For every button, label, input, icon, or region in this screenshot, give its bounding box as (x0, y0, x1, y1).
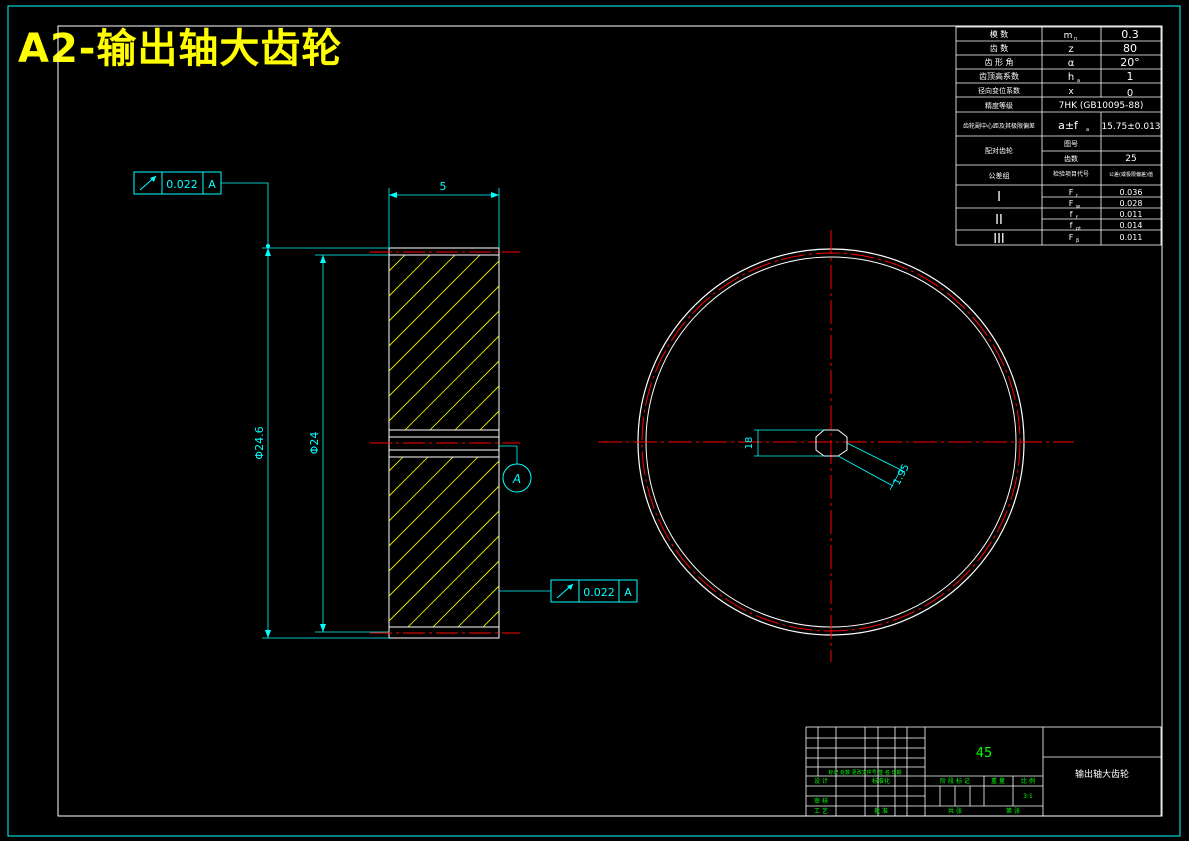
dimension-lines (221, 182, 551, 639)
runout-value: 0.022 (166, 178, 198, 191)
section-hatch-upper (389, 255, 499, 430)
runout-datum: A (208, 178, 216, 191)
param-symbol: z (1068, 44, 1073, 55)
tolerance-code: F (1069, 188, 1074, 197)
tolerance-code-sub: r (1076, 193, 1079, 199)
sign-row-design: 设 计 (814, 777, 828, 785)
param-symbol: α (1068, 58, 1075, 69)
std-label: 标准化 (872, 777, 890, 785)
datum-label: A (512, 472, 521, 486)
tolerance-code-sub: w (1076, 204, 1080, 210)
runout-datum: A (624, 586, 632, 599)
param-value: 公差(或极限偏差)值 (1109, 171, 1153, 178)
param-name: 齿 形 角 (984, 57, 1013, 67)
param-name: 配对齿轮 (985, 146, 1013, 155)
tolerance-code: f (1070, 210, 1073, 219)
title-block-text: 45 输出轴大齿轮 标记 处数 更改文件号 签 名 日期 设 计 审 核 工 艺… (814, 746, 1129, 815)
dim-width-label: 5 (440, 180, 447, 193)
keyway-dimension (754, 429, 906, 491)
tolerance-value: 0.011 (1120, 233, 1143, 242)
dim-bore-label: 1.95 (892, 462, 912, 487)
tolerance-code: F (1069, 233, 1074, 242)
sign-row-header: 标记 处数 更改文件号 签 名 日期 (829, 769, 902, 776)
param-sub-label: 齿数 (1064, 154, 1078, 163)
dim-outer-dia-label: Φ24.6 (253, 426, 266, 459)
tolerance-code-sub: f (1076, 215, 1078, 221)
sheet-frame (57, 25, 1163, 817)
dimension-arrows (265, 192, 499, 638)
param-sub-value: 25 (1125, 154, 1136, 164)
sign-row-process: 工 艺 (814, 807, 828, 815)
scale-label: 比 例 (1021, 777, 1035, 785)
param-label: 检验项目代号 (1053, 170, 1089, 178)
leader-dot (266, 244, 270, 248)
sheet-outer-border (7, 5, 1181, 837)
param-symbol-sub: a (1086, 127, 1089, 133)
section-centerlines (370, 251, 520, 634)
front-view: 18 1.95 (598, 230, 1074, 662)
param-name: 模 数 (990, 29, 1009, 39)
tolerance-value: 0.014 (1120, 221, 1143, 230)
approve-label: 批 准 (874, 807, 888, 815)
runout-frame-bottom: 0.022 A (550, 579, 638, 603)
params-table (955, 26, 1162, 246)
tolerance-code-sub: β (1076, 238, 1079, 244)
material-label: 45 (976, 746, 993, 761)
runout-frame-top: 0.022 A (133, 171, 222, 195)
param-name: 公差组 (989, 171, 1010, 180)
param-name: 径向变位系数 (978, 86, 1020, 95)
section-lower-body (388, 456, 500, 628)
part-name: 输出轴大齿轮 (1075, 768, 1129, 780)
dim-keyway-label: 18 (744, 437, 755, 450)
runout-value: 0.022 (583, 586, 615, 599)
param-value: 0.3 (1121, 28, 1139, 41)
params-table-text: 模 数 m n 0.3 齿 数 z 80 齿 形 角 α 20° 齿顶高系数 h… (963, 28, 1161, 247)
drawing-title: A2-输出轴大齿轮 (18, 26, 343, 72)
section-view: 5 Φ24.6 Φ24 A 0.022 A 0.022 A (133, 171, 638, 639)
tolerance-code: F (1069, 199, 1074, 208)
param-merged-value: 7HK (GB10095-88) (1059, 101, 1144, 111)
tolerance-code: f (1070, 221, 1073, 230)
param-sub-label: 图号 (1064, 140, 1078, 148)
param-value: 15.75±0.013 (1101, 122, 1160, 132)
tolerance-value: 0.036 (1120, 188, 1143, 197)
param-name: 齿 数 (990, 43, 1009, 53)
param-symbol-sub: a (1077, 78, 1080, 84)
param-symbol-sub: n (1074, 36, 1077, 42)
param-name: 齿顶高系数 (979, 71, 1019, 81)
section-hatch-lower (389, 457, 499, 627)
param-value: 80 (1123, 42, 1137, 55)
tolerance-group-roman: I (997, 190, 1001, 205)
section-upper-body (388, 254, 500, 431)
scale-value: 3:1 (1023, 793, 1033, 800)
param-value: 1 (1127, 70, 1134, 83)
param-name: 精度等级 (985, 101, 1013, 110)
tolerance-group-roman: III (993, 232, 1005, 247)
weight-label: 重 量 (991, 777, 1005, 785)
tolerance-code-sub: pt (1076, 226, 1081, 232)
sheets-label: 共 张 (948, 807, 962, 815)
param-symbol: m (1064, 31, 1073, 41)
tolerance-group-roman: II (995, 213, 1003, 228)
datum-circle (502, 463, 532, 493)
param-symbol: h (1068, 72, 1074, 83)
title-block (805, 726, 1162, 817)
param-value: 0 (1127, 88, 1133, 99)
param-value: 20° (1120, 56, 1140, 69)
stage-label: 阶 段 标 记 (940, 777, 970, 785)
param-symbol: x (1068, 87, 1074, 97)
dim-root-dia-label: Φ24 (308, 432, 321, 455)
param-symbol: a±f (1058, 119, 1079, 132)
sign-row-review: 审 核 (814, 797, 828, 805)
param-name: 齿轮副中心距及其极限偏差 (963, 122, 1035, 130)
sheet-label: 第 张 (1006, 807, 1020, 815)
tolerance-value: 0.028 (1120, 199, 1143, 208)
tolerance-value: 0.011 (1120, 210, 1143, 219)
